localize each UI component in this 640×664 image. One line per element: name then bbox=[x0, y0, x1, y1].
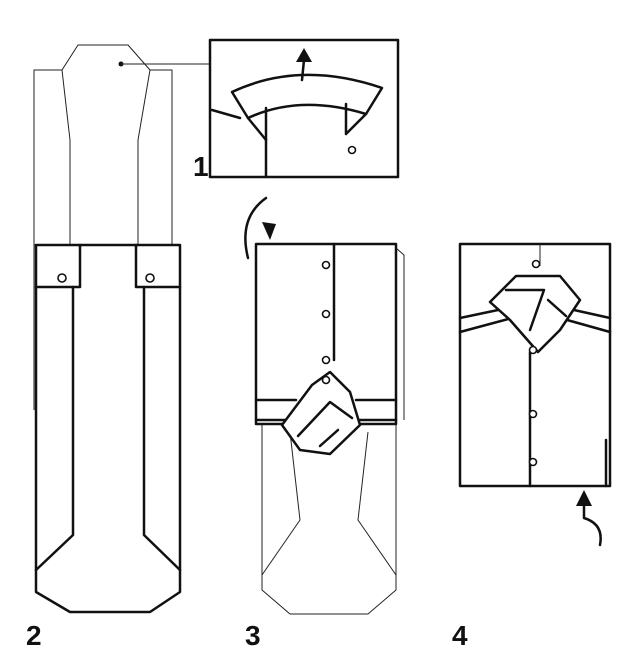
button-icon bbox=[528, 457, 538, 467]
button-icon bbox=[528, 409, 538, 419]
rotate-arrow-icon bbox=[582, 503, 602, 547]
step-1-collar-inset bbox=[208, 38, 400, 179]
step-3-shirt bbox=[244, 196, 405, 615]
fold-up-arrow-icon bbox=[300, 58, 306, 82]
step-1-label: 1 bbox=[193, 151, 209, 182]
rotate-arrow-head-icon bbox=[262, 222, 276, 240]
rotate-arrow-icon bbox=[244, 196, 268, 260]
step-3-label: 3 bbox=[245, 620, 261, 651]
button-icon bbox=[57, 273, 67, 283]
step-2-shirt bbox=[34, 243, 182, 614]
button-icon bbox=[321, 375, 331, 385]
button-icon bbox=[347, 145, 357, 155]
step-4-label: 4 bbox=[452, 620, 468, 651]
step-2-folded-shirt-outline bbox=[33, 44, 210, 410]
button-icon bbox=[321, 260, 331, 270]
fold-up-arrow-head-icon bbox=[296, 48, 312, 62]
button-icon bbox=[321, 355, 331, 365]
button-icon bbox=[321, 309, 331, 319]
button-icon bbox=[528, 345, 538, 355]
rotate-arrow-head-icon bbox=[576, 490, 592, 506]
button-icon bbox=[531, 259, 541, 269]
button-icon bbox=[145, 273, 155, 283]
step-2-label: 2 bbox=[26, 620, 42, 651]
step-4-shirt bbox=[458, 242, 612, 547]
